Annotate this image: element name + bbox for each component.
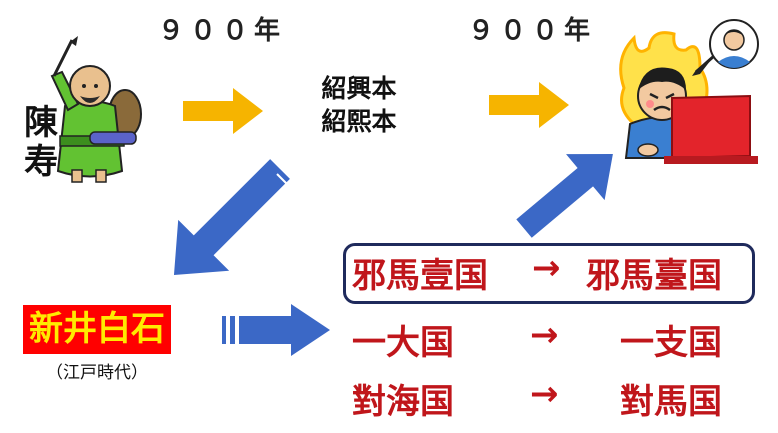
edition-line-2: 紹熙本	[321, 107, 397, 136]
correction-row-3-to: 對馬国	[620, 382, 722, 422]
angry-person-laptop-illustration	[619, 31, 758, 164]
correction-row-1-to: 邪馬臺国	[586, 256, 722, 296]
correction-row-3-from: 對海国	[352, 382, 454, 422]
pointer-arrow-icon	[692, 54, 715, 76]
correction-row-2-arrow: →	[530, 315, 559, 355]
arai-hakuseki-label: 新井白石	[23, 305, 171, 354]
correction-row-1-arrow: →	[532, 248, 561, 288]
chenshou-illustration	[50, 36, 142, 183]
correction-row-1-from: 邪馬壹国	[352, 256, 488, 296]
blue-arrow-right-icon	[222, 304, 330, 356]
correction-row-2-from: 一大国	[352, 323, 454, 363]
correction-row-3-arrow: →	[530, 374, 559, 414]
year-gap-left: ９００年	[158, 16, 287, 46]
year-gap-right: ９００年	[468, 16, 597, 46]
orange-arrow-right-icon	[489, 82, 569, 128]
blue-arrow-up-right-icon	[516, 154, 613, 238]
blue-arrow-down-left-icon	[173, 159, 302, 276]
editions-text: 紹興本 紹熙本	[294, 72, 424, 138]
correction-row-2-to: 一支国	[620, 323, 722, 363]
avatar-bubble-icon	[709, 19, 759, 69]
chenshou-label: 陳寿	[24, 103, 58, 183]
edition-line-1: 紹興本	[321, 74, 397, 103]
era-label: （江戸時代）	[46, 363, 148, 383]
correction-highlight-box	[343, 243, 755, 304]
orange-arrow-right-icon	[183, 88, 263, 134]
